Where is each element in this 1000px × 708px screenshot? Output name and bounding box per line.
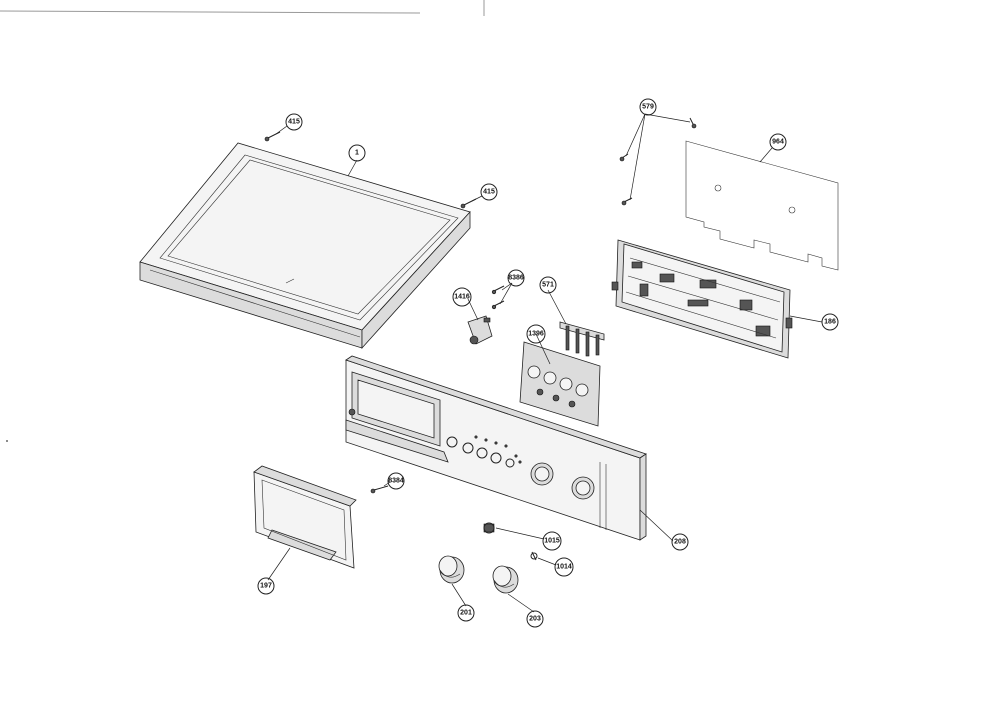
screw-415-right [460, 198, 477, 209]
callout-text: 1014 [556, 564, 572, 571]
sensor-1416-part [467, 315, 493, 345]
callout-text: 571 [542, 282, 554, 289]
callout-186: 186 [821, 313, 839, 331]
callout-415-right: 415 [480, 183, 498, 201]
callout-text: 579 [642, 104, 654, 111]
plate-964-part [685, 140, 839, 271]
callout-text: 8386 [508, 275, 524, 282]
callout-text: 208 [674, 539, 686, 546]
knob-201-part [438, 555, 465, 584]
control-board-part [611, 239, 793, 359]
control-panel-part [345, 355, 647, 541]
screws-579 [619, 117, 697, 206]
callout-964: 964 [769, 133, 787, 151]
button-1015-part [483, 522, 495, 534]
callout-571: 571 [539, 276, 557, 294]
scan-speck [6, 440, 8, 442]
callout-text: 1396 [528, 331, 544, 338]
callout-8386: 8386 [507, 269, 525, 287]
knob-203-part [492, 565, 519, 594]
screw-8384 [370, 485, 389, 494]
drawer-front-part [253, 465, 357, 569]
callout-8384: 8384 [387, 472, 405, 490]
callout-203: 203 [526, 610, 544, 628]
callout-text: 203 [529, 616, 541, 623]
button-carrier-part [519, 341, 601, 427]
callout-1014: 1014 [554, 557, 574, 577]
callout-201: 201 [457, 604, 475, 622]
callout-text: 186 [824, 319, 836, 326]
callout-text: 8384 [388, 478, 404, 485]
callout-197: 197 [257, 577, 275, 595]
callout-208: 208 [671, 533, 689, 551]
top-cover-part [139, 142, 471, 350]
callout-text: 197 [260, 583, 272, 590]
callout-text: 1015 [544, 538, 560, 545]
callout-1015: 1015 [542, 531, 562, 551]
callout-1396: 1396 [526, 324, 546, 344]
callout-text: 1 [355, 150, 359, 157]
screws-8386 [491, 285, 505, 310]
callout-text: 964 [772, 139, 784, 146]
callout-415-top: 415 [285, 113, 303, 131]
callout-text: 201 [460, 610, 472, 617]
callout-text: 1416 [454, 294, 470, 301]
scan-edge-line [0, 10, 421, 14]
spring-1014-part [530, 551, 538, 561]
callout-1: 1 [348, 144, 366, 162]
callout-text: 415 [483, 189, 495, 196]
callout-text: 415 [288, 119, 300, 126]
light-pipe-part [559, 321, 605, 357]
screw-415-top [264, 131, 281, 142]
callout-1416: 1416 [452, 287, 472, 307]
callout-579: 579 [639, 98, 657, 116]
